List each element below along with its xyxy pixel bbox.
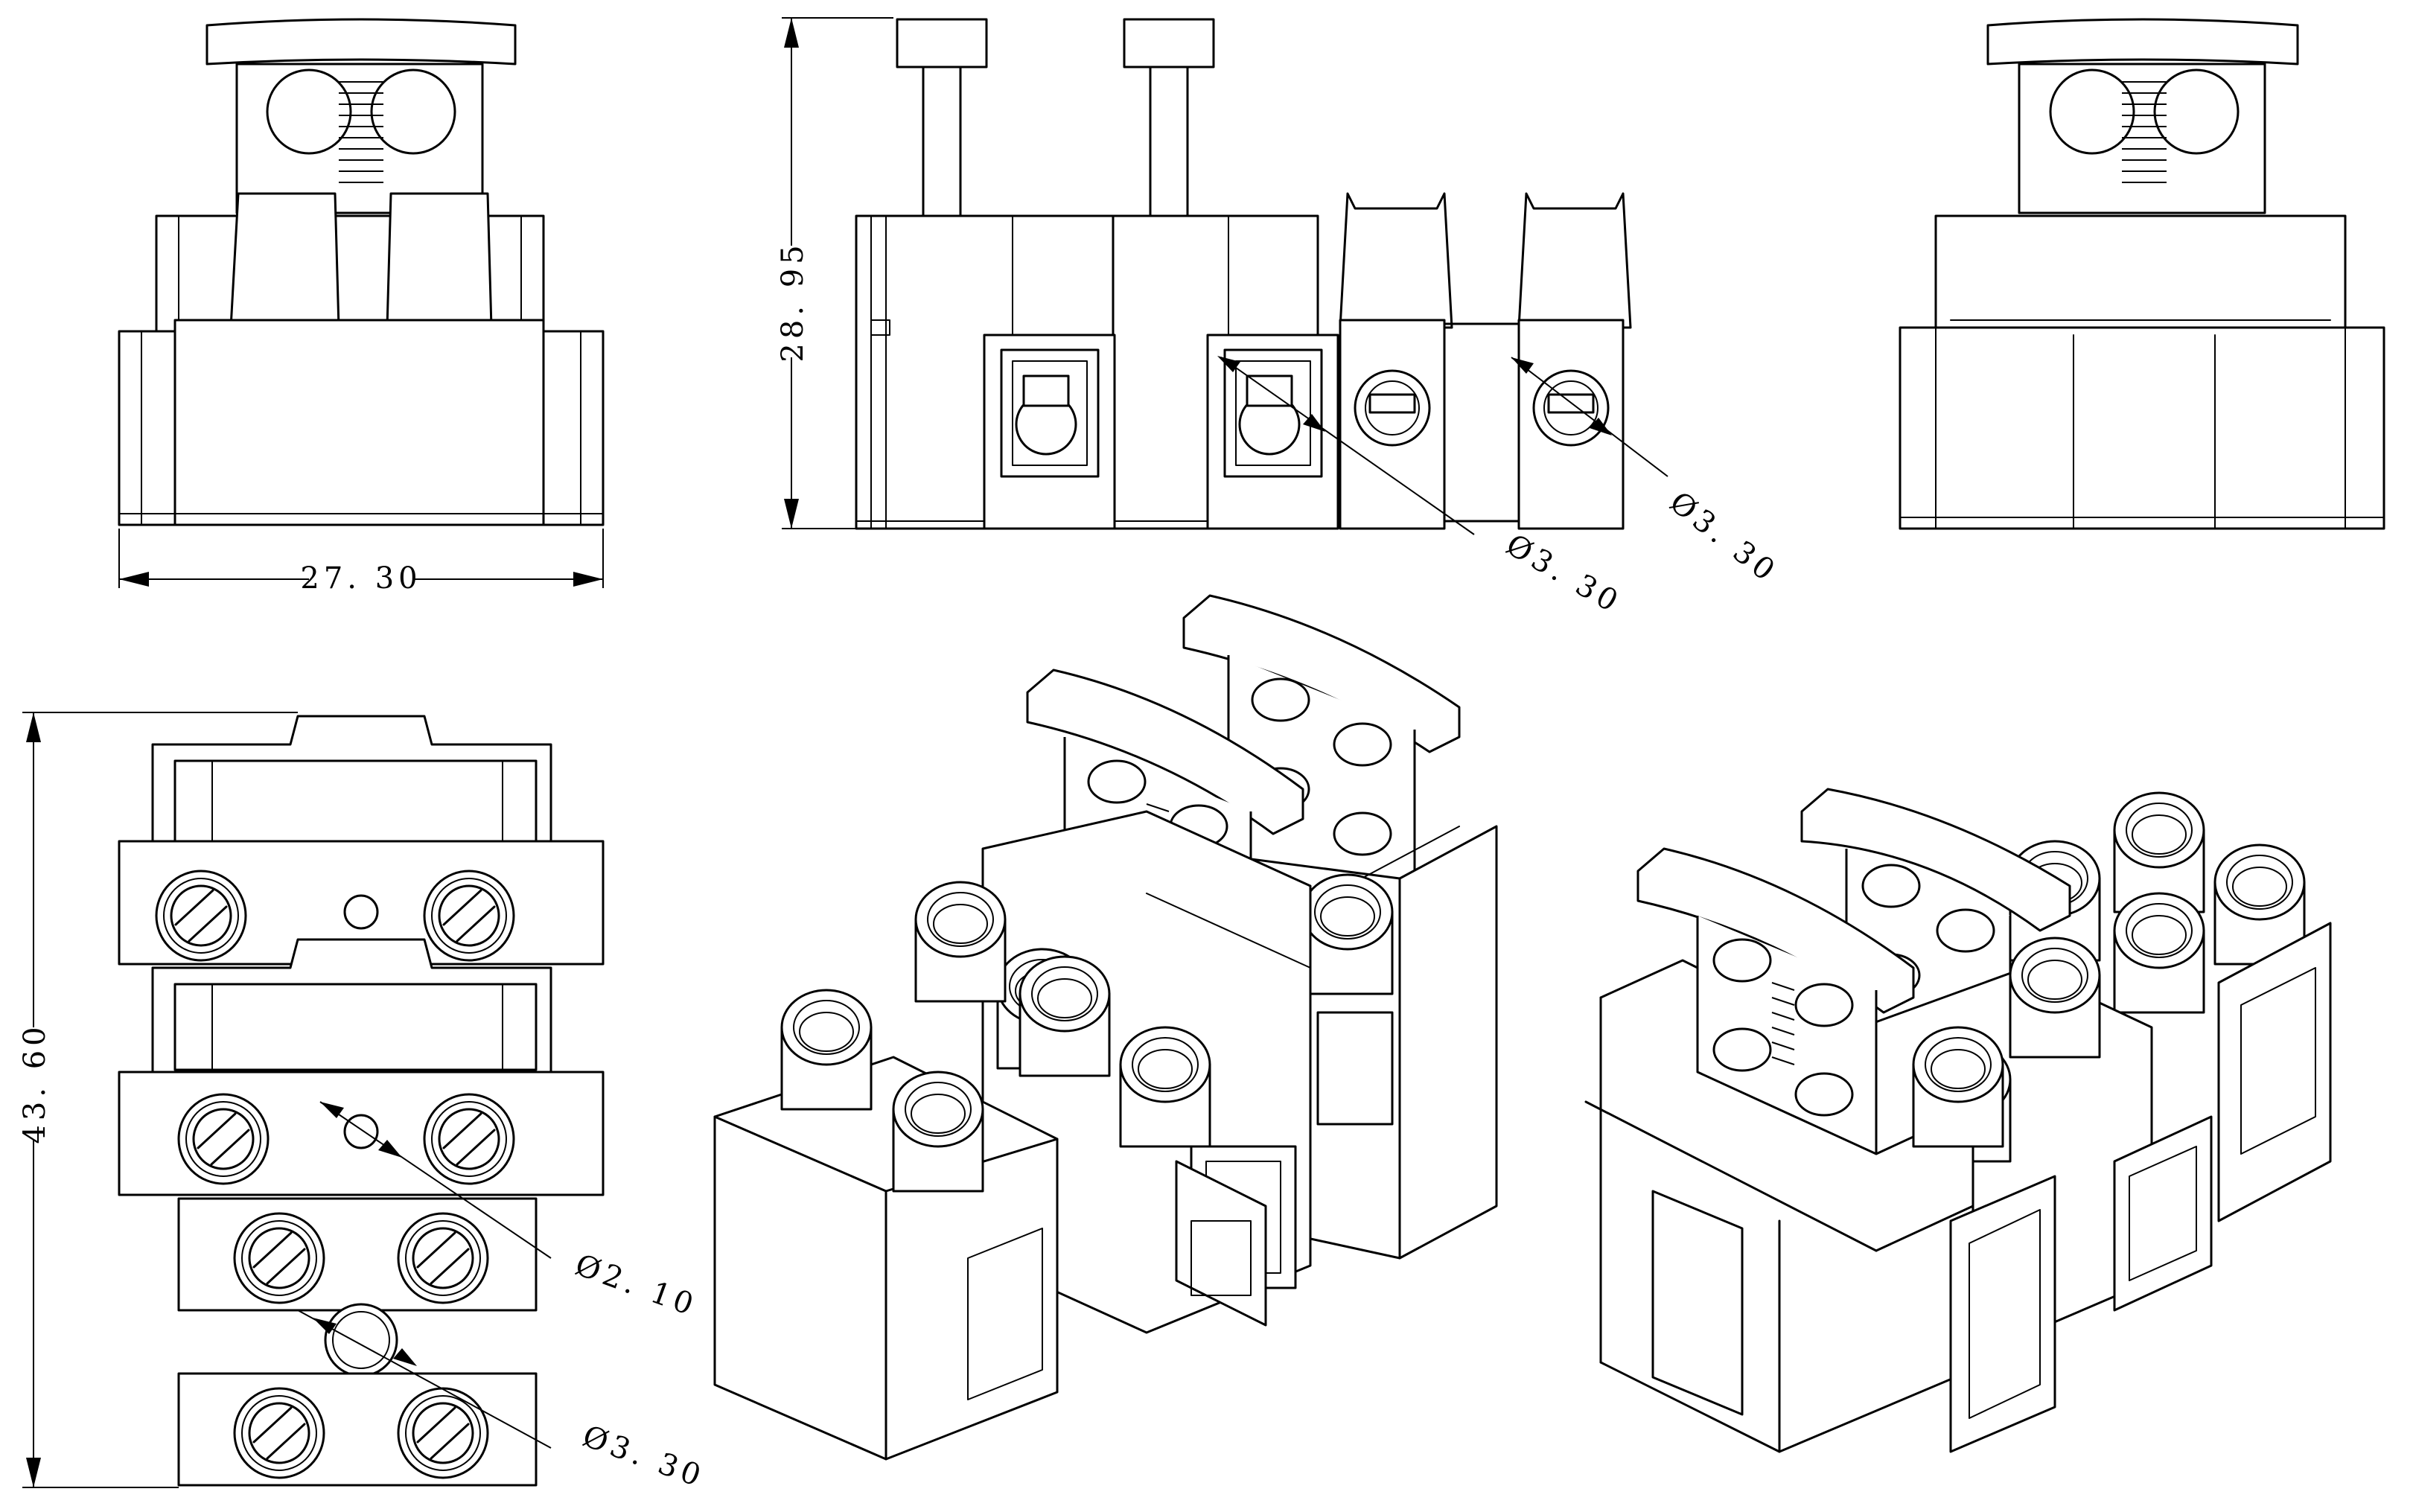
terminal-tube-icon	[780, 989, 873, 1111]
depth-dimension: 43. 60	[16, 712, 298, 1488]
height-dimension-label: 28. 95	[776, 240, 810, 362]
isometric-view-front	[713, 594, 1498, 1461]
front-view	[118, 18, 605, 526]
top-view: Ø2. 10 Ø3. 30	[118, 715, 710, 1495]
terminal-tube-icon	[2113, 892, 2205, 1014]
hole-large	[324, 1303, 398, 1377]
terminal-tube-icon	[914, 881, 1007, 1003]
isometric-view-rear	[1584, 788, 2332, 1453]
hole-small-2	[343, 1114, 379, 1149]
terminal-tube-icon	[1301, 873, 1394, 995]
front-main-block	[173, 319, 545, 526]
terminal-tube-icon	[1019, 955, 1111, 1077]
hole-small-1	[343, 894, 379, 930]
hole-label-side-b: Ø3. 30	[1663, 485, 1785, 590]
hole-label-top-small: Ø2. 10	[571, 1248, 702, 1324]
terminal-tube-icon	[892, 1071, 984, 1193]
width-dimension: 27. 30	[118, 529, 604, 596]
back-main-block	[1899, 326, 2385, 530]
terminal-tube-icon	[2009, 937, 2101, 1059]
front-lever-top	[205, 18, 517, 66]
terminal-tube-icon	[1119, 1026, 1211, 1148]
terminal-tube-icon	[1912, 1026, 2004, 1148]
height-dimension: 28. 95	[774, 17, 893, 529]
back-lever-top	[1986, 18, 2299, 66]
side-view: Ø3. 30 Ø3. 30	[855, 18, 1785, 621]
hole-label-top-large: Ø3. 30	[578, 1419, 710, 1495]
depth-dimension-label: 43. 60	[18, 1022, 52, 1143]
side-terminal-2	[1517, 319, 1625, 530]
back-view	[1899, 18, 2385, 530]
side-terminal-1	[1339, 319, 1446, 530]
width-dimension-label: 27. 30	[300, 561, 421, 596]
hole-label-side-a: Ø3. 30	[1500, 528, 1628, 621]
side-clamp-window-1	[983, 334, 1116, 530]
